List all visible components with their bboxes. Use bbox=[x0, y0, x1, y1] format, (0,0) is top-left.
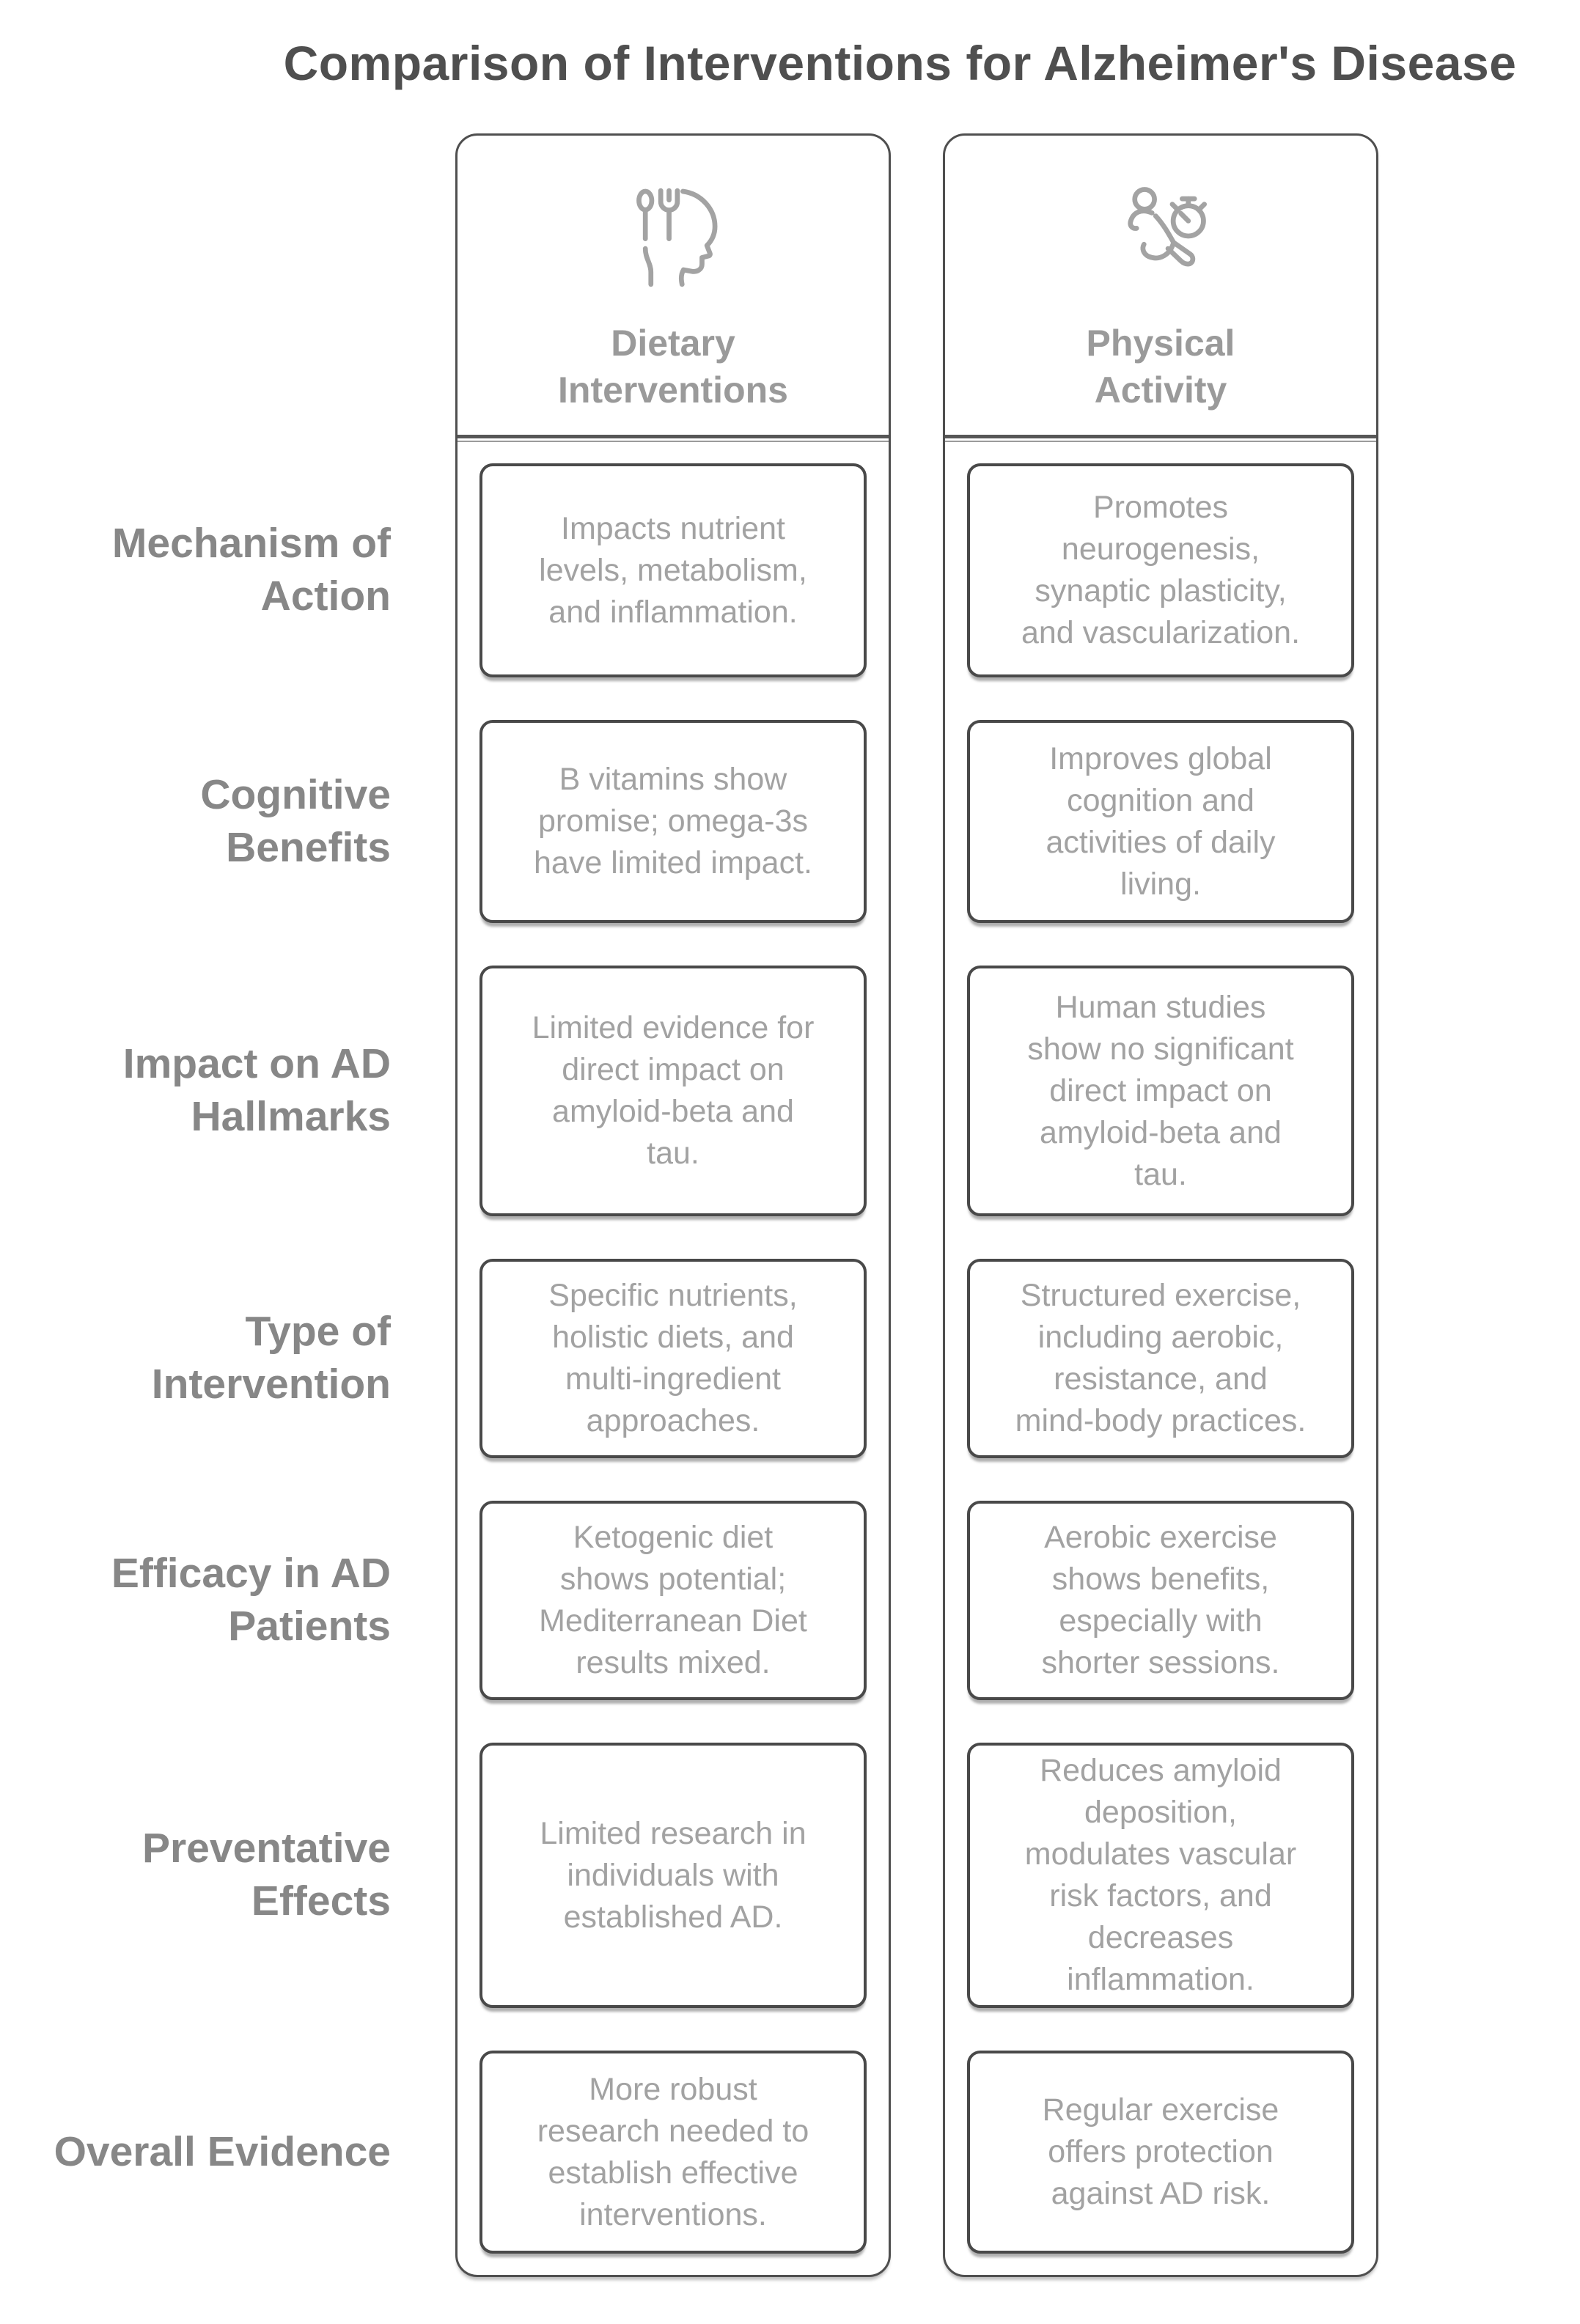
cell-row: More robust research needed to establish… bbox=[458, 2029, 889, 2275]
row-label-preventative-effects: Preventative Effects bbox=[142, 1825, 391, 1924]
page-title: Comparison of Interventions for Alzheime… bbox=[283, 36, 1517, 90]
cell-text: Promotes neurogenesis, synaptic plastici… bbox=[1021, 490, 1301, 650]
cell-row: Human studies show no significant direct… bbox=[945, 944, 1376, 1238]
row-label-efficacy-in-ad-patients: Efficacy in AD Patients bbox=[111, 1550, 391, 1650]
cell-text: B vitamins show promise; omega-3s have l… bbox=[534, 762, 812, 880]
row-label-type-of-intervention: Type of Intervention bbox=[151, 1308, 391, 1408]
cell-row: Promotes neurogenesis, synaptic plastici… bbox=[945, 442, 1376, 699]
cell-text: Human studies show no significant direct… bbox=[1027, 989, 1294, 1192]
column-header-dietary: Dietary Interventions bbox=[458, 136, 889, 435]
cell-row: Ketogenic diet shows potential; Mediterr… bbox=[458, 1479, 889, 1721]
cell-text: Regular exercise offers protection again… bbox=[1042, 2092, 1279, 2211]
column-title-physical: Physical Activity bbox=[1086, 323, 1235, 411]
cell-physical-efficacy: Aerobic exercise shows benefits, especia… bbox=[967, 1501, 1354, 1700]
cell-text: Specific nutrients, holistic diets, and … bbox=[548, 1278, 798, 1438]
cell-dietary-type: Specific nutrients, holistic diets, and … bbox=[479, 1259, 867, 1458]
card-header-divider bbox=[458, 435, 889, 442]
comparison-board: Mechanism of Action Cognitive Benefits I… bbox=[0, 133, 1580, 2277]
row-label-cognitive-benefits: Cognitive Benefits bbox=[200, 771, 391, 871]
cell-physical-cognitive: Improves global cognition and activities… bbox=[967, 720, 1354, 923]
row-label-impact-on-ad-hallmarks: Impact on AD Hallmarks bbox=[122, 1040, 391, 1140]
cell-row: Specific nutrients, holistic diets, and … bbox=[458, 1238, 889, 1479]
cell-row: Impacts nutrient levels, metabolism, and… bbox=[458, 442, 889, 699]
row-labels-column: Mechanism of Action Cognitive Benefits I… bbox=[0, 133, 455, 2274]
column-card-dietary-interventions: Dietary Interventions Impacts nutrient l… bbox=[455, 133, 891, 2277]
column-card-physical-activity: Physical Activity Promotes neurogenesis,… bbox=[943, 133, 1378, 2277]
cell-row: Limited evidence for direct impact on am… bbox=[458, 944, 889, 1238]
row-label-mechanism-of-action: Mechanism of Action bbox=[111, 520, 391, 619]
row-label-overall-evidence: Overall Evidence bbox=[54, 2128, 391, 2175]
cell-row: Structured exercise, including aerobic, … bbox=[945, 1238, 1376, 1479]
cell-physical-mechanism: Promotes neurogenesis, synaptic plastici… bbox=[967, 463, 1354, 677]
cell-dietary-hallmarks: Limited evidence for direct impact on am… bbox=[479, 966, 867, 1216]
column-title-dietary: Dietary Interventions bbox=[558, 323, 788, 411]
cell-physical-preventative: Reduces amyloid deposition, modulates va… bbox=[967, 1743, 1354, 2008]
cell-row: Regular exercise offers protection again… bbox=[945, 2029, 1376, 2275]
column-header-physical: Physical Activity bbox=[945, 136, 1376, 435]
cell-dietary-efficacy: Ketogenic diet shows potential; Mediterr… bbox=[479, 1501, 867, 1700]
cell-text: Limited research in individuals with est… bbox=[540, 1815, 806, 1935]
cell-physical-overall: Regular exercise offers protection again… bbox=[967, 2051, 1354, 2254]
cell-text: Aerobic exercise shows benefits, especia… bbox=[1041, 1520, 1280, 1680]
cell-row: Reduces amyloid deposition, modulates va… bbox=[945, 1721, 1376, 2029]
label-column-spacer bbox=[0, 133, 455, 441]
cell-dietary-overall: More robust research needed to establish… bbox=[479, 2051, 867, 2254]
cell-row: Aerobic exercise shows benefits, especia… bbox=[945, 1479, 1376, 1721]
cell-text: Limited evidence for direct impact on am… bbox=[532, 1010, 815, 1171]
cell-text: Impacts nutrient levels, metabolism, and… bbox=[539, 510, 807, 630]
cell-text: Ketogenic diet shows potential; Mediterr… bbox=[539, 1520, 807, 1680]
cell-text: Reduces amyloid deposition, modulates va… bbox=[1024, 1753, 1297, 1997]
cell-row: Improves global cognition and activities… bbox=[945, 699, 1376, 944]
cell-text: Improves global cognition and activities… bbox=[1046, 740, 1276, 902]
cell-text: Structured exercise, including aerobic, … bbox=[1015, 1278, 1307, 1438]
head-with-spoon-fork-icon bbox=[611, 176, 735, 299]
cell-dietary-preventative: Limited research in individuals with est… bbox=[479, 1743, 867, 2008]
runner-with-stopwatch-icon bbox=[1099, 176, 1222, 299]
card-header-divider bbox=[945, 435, 1376, 442]
cell-dietary-cognitive: B vitamins show promise; omega-3s have l… bbox=[479, 720, 867, 923]
cell-text: More robust research needed to establish… bbox=[537, 2071, 809, 2232]
cell-row: Limited research in individuals with est… bbox=[458, 1721, 889, 2029]
cell-physical-hallmarks: Human studies show no significant direct… bbox=[967, 966, 1354, 1216]
cell-row: B vitamins show promise; omega-3s have l… bbox=[458, 699, 889, 944]
cell-physical-type: Structured exercise, including aerobic, … bbox=[967, 1259, 1354, 1458]
cell-dietary-mechanism: Impacts nutrient levels, metabolism, and… bbox=[479, 463, 867, 677]
